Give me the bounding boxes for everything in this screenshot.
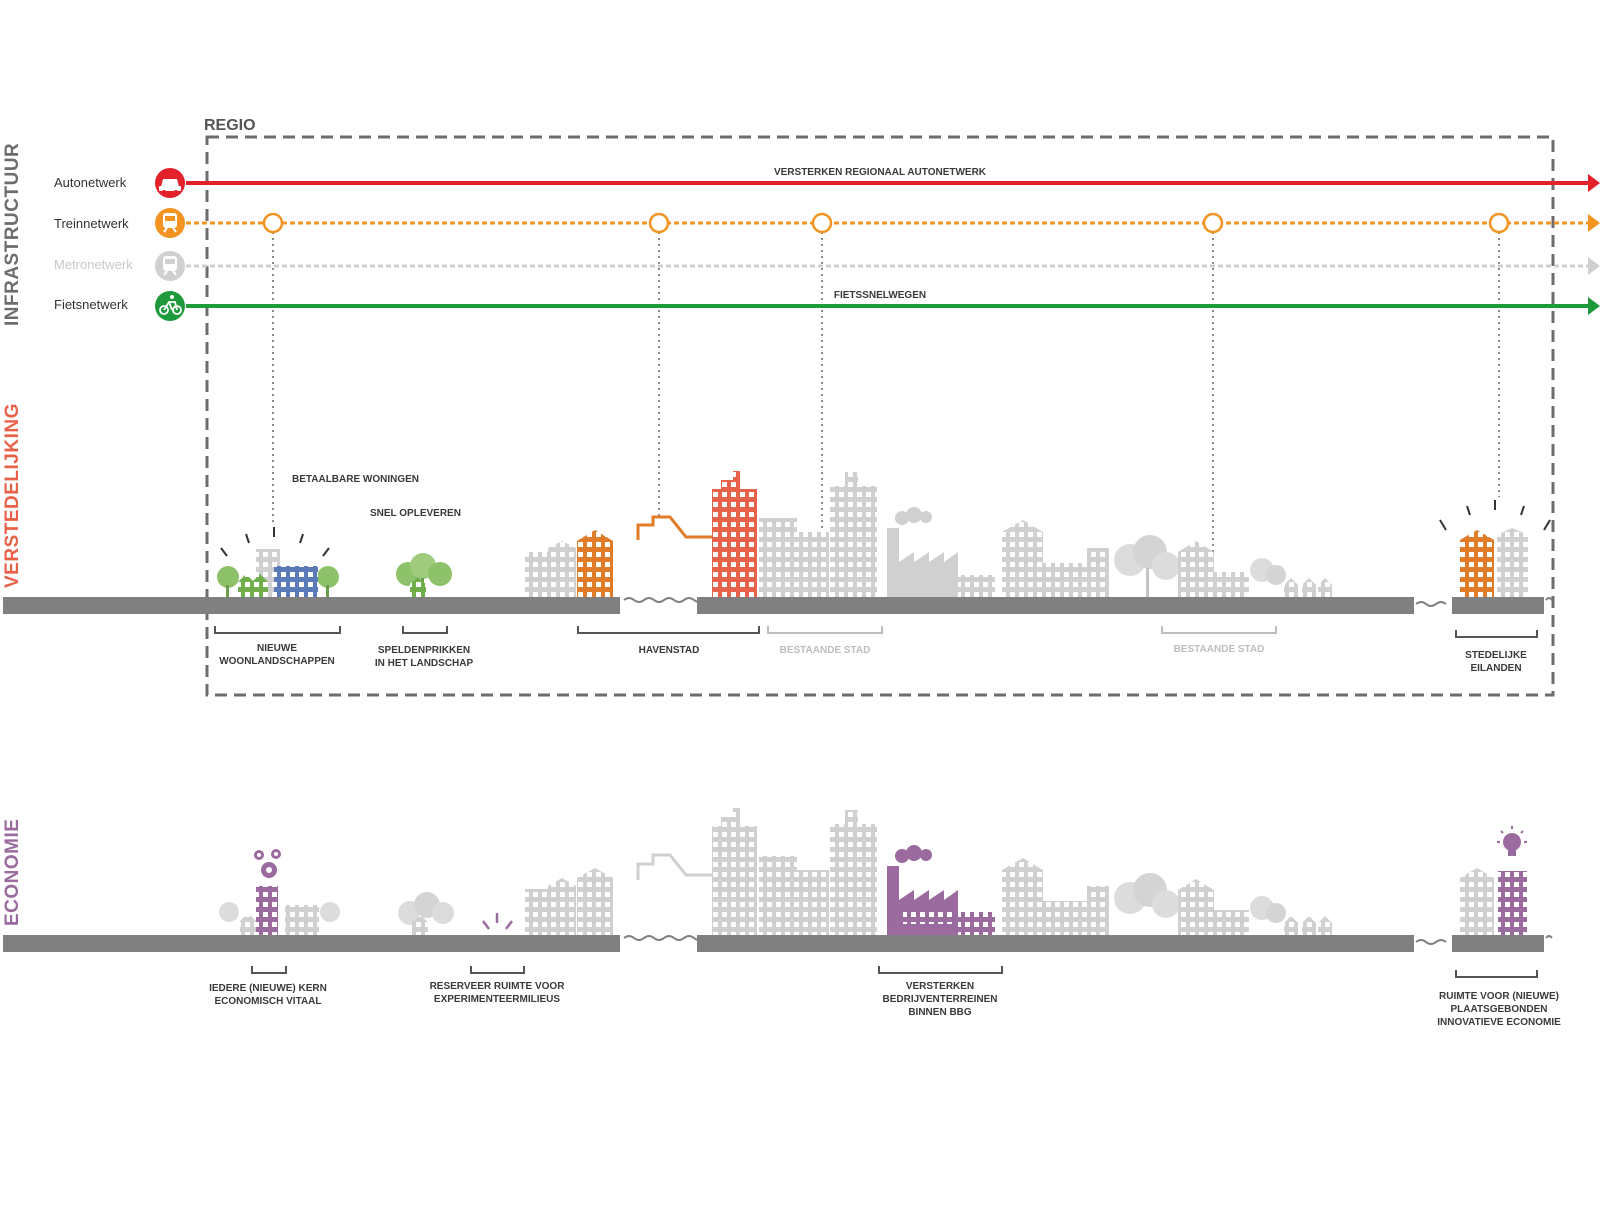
ground-strip — [697, 597, 1414, 614]
core-cluster — [219, 849, 340, 935]
train-station — [1488, 212, 1510, 234]
economy-existing-city — [1002, 858, 1332, 935]
car-network-label: Autonetwerk — [54, 175, 127, 190]
bicycle-icon — [155, 291, 185, 321]
train-network-label: Treinnetwerk — [54, 216, 129, 231]
label-bestaande-stad-2: BESTAANDE STAD — [1174, 644, 1265, 655]
urban-islands — [1439, 500, 1551, 597]
experiment-cluster — [398, 892, 513, 935]
label-bedrijven-1: VERSTERKEN — [906, 981, 974, 992]
region-frame — [205, 135, 1555, 697]
train-network-arrow — [1588, 214, 1600, 232]
metro-network-label: Metronetwerk — [54, 257, 133, 272]
train-station — [1202, 212, 1224, 234]
water-wave — [1545, 935, 1553, 939]
ground-strip — [1452, 597, 1544, 614]
label-bedrijven-2: BEDRIJVENTERREINEN — [882, 994, 997, 1005]
water-wave — [1415, 939, 1447, 945]
lightbulb-icon — [1497, 826, 1527, 856]
label-kern-2: ECONOMISCH VITAAL — [214, 996, 321, 1007]
water-wave — [623, 935, 705, 941]
label-innovatie-2: PLAATSGEBONDEN — [1450, 1004, 1547, 1015]
car-network-line-label: VERSTERKEN REGIONAAL AUTONETWERK — [774, 167, 987, 178]
bracket — [878, 966, 1003, 974]
label-eilanden-1: STEDELIJKE — [1465, 650, 1527, 661]
network-lines: VERSTERKEN REGIONAAL AUTONETWERK FIETSSN… — [186, 167, 1600, 315]
bracket — [251, 966, 287, 974]
fast-delivery-note: SNEL OPLEVEREN — [370, 508, 461, 519]
innovation-cluster — [1460, 826, 1527, 935]
bicycle-network-line-label: FIETSSNELWEGEN — [834, 290, 926, 301]
station-connectors — [272, 232, 1500, 556]
new-housing-cluster — [217, 527, 339, 597]
water-wave — [623, 597, 705, 603]
label-woonlandschappen-2: WOONLANDSCHAPPEN — [219, 656, 335, 667]
factory-icon — [887, 845, 995, 935]
gears-icon — [254, 849, 281, 878]
urbanization-labels: NIEUWE WOONLANDSCHAPPEN SPELDENPRIKKEN I… — [214, 626, 1538, 674]
bicycle-network-arrow — [1588, 297, 1600, 315]
bracket — [402, 626, 448, 634]
bicycle-network-label: Fietsnetwerk — [54, 297, 128, 312]
label-woonlandschappen-1: NIEUWE — [257, 643, 297, 654]
region-title: REGIO — [204, 117, 256, 134]
network-legend: Autonetwerk Treinnetwerk Metronetwerk Fi… — [54, 168, 185, 321]
section-economy-label: ECONOMIE — [2, 819, 23, 926]
existing-city-2 — [1002, 520, 1332, 597]
affordable-housing-note: BETAALBARE WONINGEN — [292, 474, 419, 485]
pinprick-cluster — [396, 553, 452, 597]
existing-city-1 — [759, 472, 995, 597]
bracket — [214, 626, 341, 634]
label-experiment-2: EXPERIMENTEERMILIEUS — [434, 994, 560, 1005]
label-speldenprikken-2: IN HET LANDSCHAP — [375, 658, 474, 669]
ground-strip — [1452, 935, 1544, 952]
bracket — [767, 626, 883, 634]
label-innovatie-3: INNOVATIEVE ECONOMIE — [1437, 1017, 1561, 1028]
car-icon — [155, 168, 185, 198]
spark-icon — [482, 913, 513, 930]
section-urbanization-label: VERSTEDELIJKING — [2, 403, 23, 588]
label-kern-1: IEDERE (NIEUWE) KERN — [209, 983, 327, 994]
metro-icon — [155, 251, 185, 281]
train-icon — [155, 208, 185, 238]
economy-skyline — [3, 808, 1553, 952]
section-infrastructure-label: INFRASTRUCTUUR — [2, 143, 23, 326]
label-experiment-1: RESERVEER RUIMTE VOOR — [430, 981, 566, 992]
bracket — [1161, 626, 1277, 634]
economy-labels: IEDERE (NIEUWE) KERN ECONOMISCH VITAAL R… — [209, 966, 1561, 1028]
metro-network-arrow — [1588, 257, 1600, 275]
bracket — [1455, 630, 1538, 638]
water-wave — [1415, 601, 1447, 607]
train-station — [262, 212, 284, 234]
label-bedrijven-3: BINNEN BBG — [908, 1007, 972, 1018]
bracket — [1455, 970, 1538, 978]
label-eilanden-2: EILANDEN — [1470, 663, 1521, 674]
water-wave — [1545, 597, 1553, 601]
label-innovatie-1: RUIMTE VOOR (NIEUWE) — [1439, 991, 1559, 1002]
ground-strip — [3, 597, 620, 614]
label-bestaande-stad-1: BESTAANDE STAD — [780, 645, 871, 656]
ground-strip — [3, 935, 620, 952]
train-station — [648, 212, 670, 234]
car-network-arrow — [1588, 174, 1600, 192]
bracket — [470, 966, 525, 974]
urbanization-skyline: BETAALBARE WONINGEN SNEL OPLEVEREN — [3, 471, 1553, 614]
harbour-city — [525, 471, 757, 597]
label-havenstad: HAVENSTAD — [639, 645, 700, 656]
bracket — [577, 626, 760, 634]
train-stations — [262, 212, 1510, 234]
train-station — [811, 212, 833, 234]
economy-harbour — [525, 808, 877, 935]
label-speldenprikken-1: SPELDENPRIKKEN — [378, 645, 470, 656]
ground-strip — [697, 935, 1414, 952]
